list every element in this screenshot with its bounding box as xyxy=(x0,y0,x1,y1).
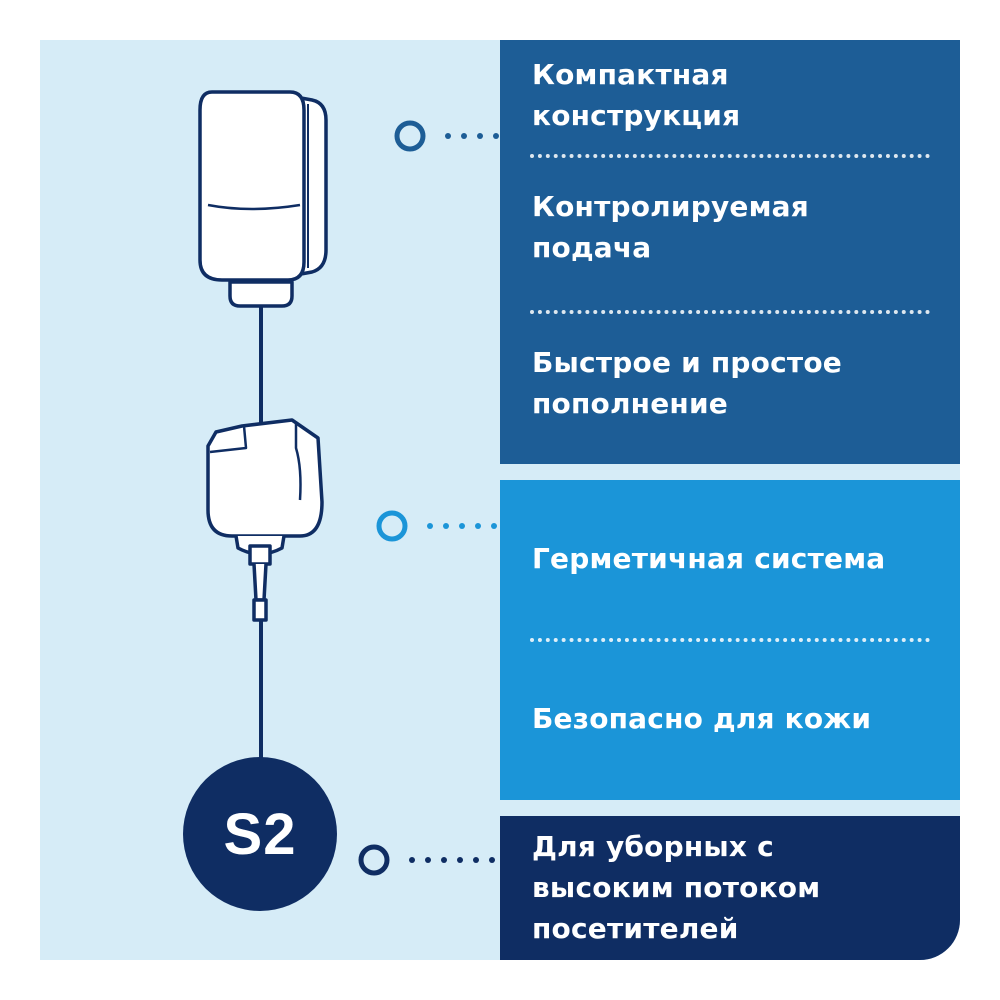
dispenser-icon xyxy=(198,90,328,308)
dotted-separator xyxy=(530,638,930,642)
features-panel-top: Компактная конструкция Контролируемая по… xyxy=(500,40,960,464)
connector-dots xyxy=(409,857,495,863)
feature-controlled-dispensing: Контролируемая подача xyxy=(532,190,809,264)
soap-cartridge-icon xyxy=(206,418,324,622)
feature-sealed-system: Герметичная система xyxy=(532,542,886,575)
features-panel-middle: Герметичная система Безопасно для кожи xyxy=(500,480,960,800)
badge-label: S2 xyxy=(223,801,297,867)
features-panel-bottom: Для уборных с высоким потоком посетителе… xyxy=(500,816,960,960)
feature-quick-refill: Быстрое и простое пополнение xyxy=(532,346,842,420)
connector-circle-icon xyxy=(376,510,408,542)
dotted-separator xyxy=(530,154,930,158)
connector-dots xyxy=(427,523,497,529)
connector-dots xyxy=(445,133,499,139)
connector-circle-icon xyxy=(358,844,390,876)
feature-compact-design: Компактная конструкция xyxy=(532,58,741,132)
dotted-separator xyxy=(530,310,930,314)
s2-badge: S2 xyxy=(183,757,337,911)
feature-skin-safe: Безопасно для кожи xyxy=(532,702,872,735)
connector-circle-icon xyxy=(394,120,426,152)
feature-high-traffic: Для уборных с высоким потоком посетителе… xyxy=(532,830,821,945)
